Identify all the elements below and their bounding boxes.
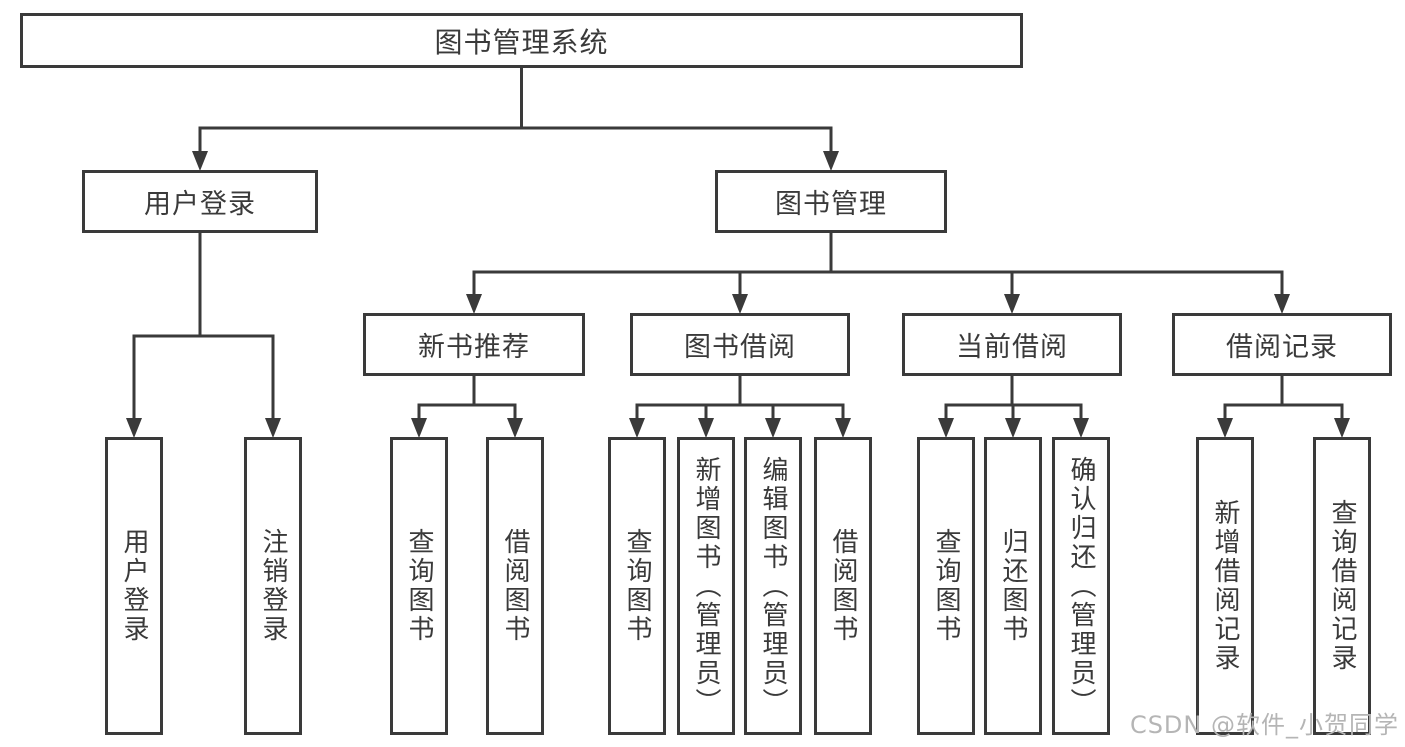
node-label-current-borrow: 当前借阅 <box>956 332 1068 363</box>
arrowhead-icon <box>835 418 851 438</box>
node-label-user-login: 用户登录 <box>144 189 256 220</box>
arrowhead-icon <box>466 294 482 314</box>
node-bb-add: 新增图书（管理员） <box>677 437 735 735</box>
arrowhead-icon <box>1004 294 1020 314</box>
node-label-cb-confirm: 确认归还（管理员） <box>1066 455 1096 717</box>
node-root: 图书管理系统 <box>20 13 1023 68</box>
node-label-nbr-borrow: 借阅图书 <box>500 528 530 644</box>
arrowhead-icon <box>507 418 523 438</box>
node-label-cb-query: 查询图书 <box>931 528 961 644</box>
node-cb-confirm: 确认归还（管理员） <box>1052 437 1110 735</box>
arrowhead-icon <box>823 151 839 171</box>
node-user-login: 用户登录 <box>82 170 318 233</box>
node-new-book-rec: 新书推荐 <box>363 313 585 376</box>
node-label-book-mgmt: 图书管理 <box>775 189 887 220</box>
arrowhead-icon <box>1073 418 1089 438</box>
watermark: CSDN @软件_小贺同学 <box>1129 711 1399 739</box>
arrowhead-icon <box>1005 418 1021 438</box>
node-current-borrow: 当前借阅 <box>902 313 1122 376</box>
arrowhead-icon <box>698 418 714 438</box>
node-book-borrow: 图书借阅 <box>630 313 850 376</box>
node-label-bb-query: 查询图书 <box>622 528 652 644</box>
node-label-bb-edit: 编辑图书（管理员） <box>758 455 788 717</box>
node-bb-query: 查询图书 <box>608 437 666 735</box>
node-label-ul-logout: 注销登录 <box>258 528 288 644</box>
node-label-bb-borrow: 借阅图书 <box>828 528 858 644</box>
arrowhead-icon <box>126 418 142 438</box>
node-label-br-add: 新增借阅记录 <box>1210 499 1240 673</box>
node-label-nbr-query: 查询图书 <box>404 528 434 644</box>
node-br-query: 查询借阅记录 <box>1313 437 1371 735</box>
node-nbr-query: 查询图书 <box>390 437 448 735</box>
arrowhead-icon <box>629 418 645 438</box>
arrowhead-icon <box>1334 418 1350 438</box>
node-cb-return: 归还图书 <box>984 437 1042 735</box>
node-borrow-records: 借阅记录 <box>1172 313 1392 376</box>
node-label-root: 图书管理系统 <box>434 25 609 59</box>
node-nbr-borrow: 借阅图书 <box>486 437 544 735</box>
node-label-new-book-rec: 新书推荐 <box>418 332 530 363</box>
node-label-bb-add: 新增图书（管理员） <box>691 455 721 717</box>
arrowhead-icon <box>192 151 208 171</box>
arrowhead-icon <box>411 418 427 438</box>
arrowhead-icon <box>732 294 748 314</box>
node-bb-edit: 编辑图书（管理员） <box>744 437 802 735</box>
node-br-add: 新增借阅记录 <box>1196 437 1254 735</box>
node-label-borrow-records: 借阅记录 <box>1226 332 1338 363</box>
arrowhead-icon <box>938 418 954 438</box>
arrowhead-icon <box>765 418 781 438</box>
node-bb-borrow: 借阅图书 <box>814 437 872 735</box>
arrowhead-icon <box>1274 294 1290 314</box>
node-ul-logout: 注销登录 <box>244 437 302 735</box>
node-label-book-borrow: 图书借阅 <box>684 332 796 363</box>
node-book-mgmt: 图书管理 <box>715 170 947 233</box>
arrowhead-icon <box>265 418 281 438</box>
node-label-ul-login: 用户登录 <box>119 528 149 644</box>
node-label-cb-return: 归还图书 <box>998 528 1028 644</box>
node-label-br-query: 查询借阅记录 <box>1327 499 1357 673</box>
node-cb-query: 查询图书 <box>917 437 975 735</box>
arrowhead-icon <box>1217 418 1233 438</box>
node-ul-login: 用户登录 <box>105 437 163 735</box>
